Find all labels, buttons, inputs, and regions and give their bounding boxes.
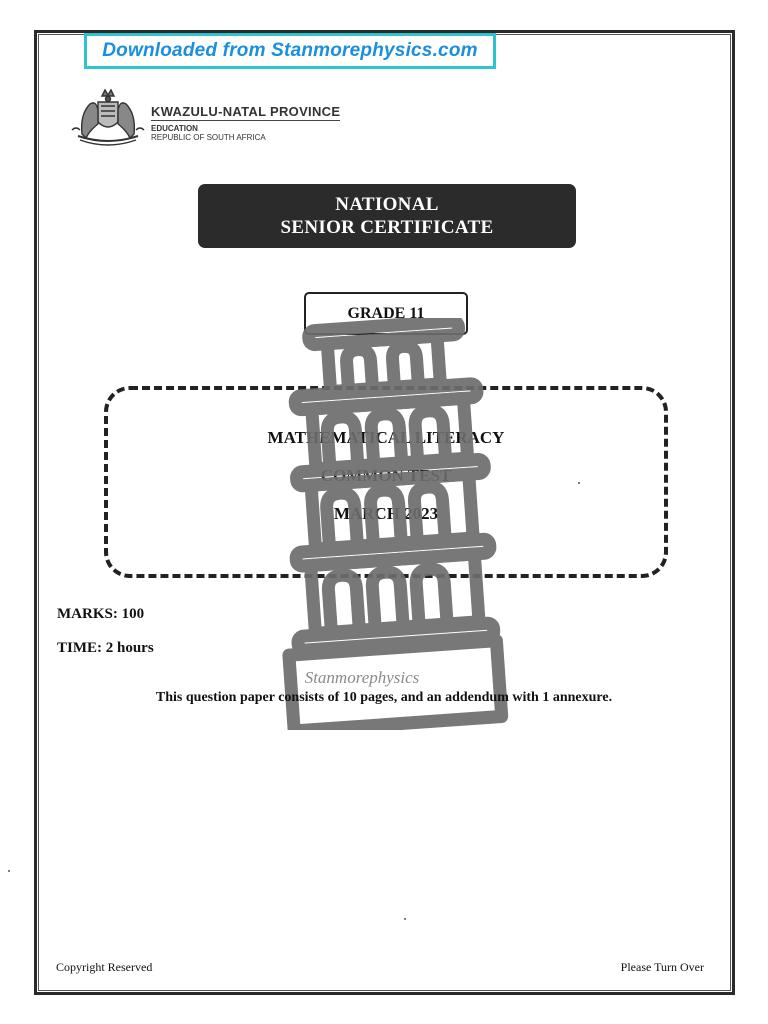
certificate-line-2: SENIOR CERTIFICATE <box>280 217 494 238</box>
country-name: REPUBLIC OF SOUTH AFRICA <box>151 133 266 142</box>
leaning-tower-icon: Stanmorephysics <box>282 318 509 730</box>
page-border <box>34 30 735 995</box>
province-name: KWAZULU-NATAL PROVINCE <box>151 104 341 121</box>
certificate-banner: NATIONAL SENIOR CERTIFICATE <box>198 184 576 248</box>
scan-speck <box>8 870 10 872</box>
marks-label: MARKS: 100 <box>57 606 145 622</box>
copyright-footer: Copyright Reserved <box>56 960 153 974</box>
certificate-line-1: NATIONAL <box>335 194 439 215</box>
department-name: EDUCATION <box>151 124 198 133</box>
paper-description: This question paper consists of 10 pages… <box>155 690 613 705</box>
province-header: KWAZULU-NATAL PROVINCE EDUCATION REPUBLI… <box>151 104 341 142</box>
watermark-label: Stanmorephysics <box>305 668 420 687</box>
scan-speck <box>404 918 406 920</box>
scan-speck <box>578 482 580 484</box>
turn-over-footer: Please Turn Over <box>620 960 704 974</box>
download-banner[interactable]: Downloaded from Stanmorephysics.com <box>84 33 496 69</box>
coat-of-arms-icon <box>71 88 145 146</box>
time-label: TIME: 2 hours <box>57 640 154 656</box>
